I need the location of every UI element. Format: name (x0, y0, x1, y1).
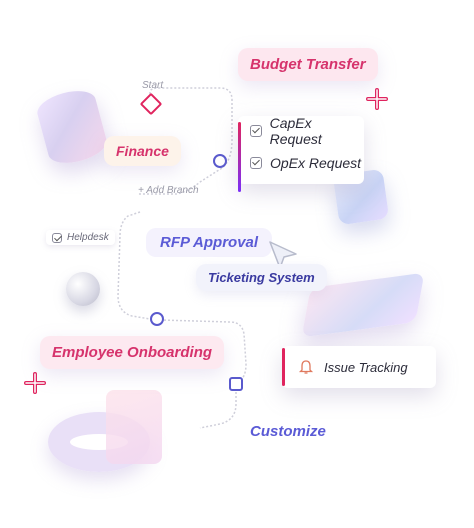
flow-node-circle[interactable] (213, 154, 227, 168)
alarm-bell-icon (298, 360, 314, 374)
budget-transfer-node[interactable]: Budget Transfer (238, 48, 378, 81)
opex-request-item[interactable]: OpEx Request (238, 148, 364, 178)
sphere-shape-icon (66, 272, 100, 306)
opex-request-label: OpEx Request (270, 155, 362, 171)
sparkle-plus-icon (366, 88, 388, 110)
rfp-approval-node[interactable]: RFP Approval (146, 228, 273, 257)
sparkle-plus-icon (24, 372, 46, 394)
accent-bar (238, 122, 241, 192)
request-card: CapEx Request OpEx Request (238, 115, 364, 192)
cursor-pointer-icon (269, 241, 297, 269)
finance-label: Finance (116, 143, 169, 159)
customize-label[interactable]: Customize (250, 423, 326, 440)
rfp-approval-label: RFP Approval (160, 234, 259, 251)
checkbox-checked-icon[interactable] (250, 125, 262, 137)
checkbox-checked-icon[interactable] (250, 157, 262, 169)
start-label: Start (142, 80, 164, 91)
flow-node-square[interactable] (229, 377, 243, 391)
ring-panel-shape (106, 390, 162, 464)
capex-request-label: CapEx Request (269, 115, 322, 147)
flow-node-circle[interactable] (150, 312, 164, 326)
issue-tracking-label: Issue Tracking (324, 359, 408, 375)
employee-onboarding-label: Employee Onboarding (52, 344, 213, 361)
finance-node[interactable]: Finance (104, 136, 181, 166)
budget-transfer-label: Budget Transfer (250, 56, 366, 73)
checkbox-checked-icon[interactable] (52, 232, 62, 243)
helpdesk-label: Helpdesk (67, 232, 109, 243)
ticketing-system-label: Ticketing System (208, 270, 315, 285)
accent-bar (282, 348, 285, 386)
add-branch-button[interactable]: + Add Branch (138, 185, 199, 196)
issue-tracking-card[interactable]: Issue Tracking (282, 346, 436, 388)
capex-request-item[interactable]: CapEx Request (238, 115, 364, 147)
employee-onboarding-node[interactable]: Employee Onboarding (40, 336, 225, 369)
ticketing-system-node[interactable]: Ticketing System (196, 264, 327, 291)
helpdesk-item[interactable]: Helpdesk (46, 230, 115, 245)
